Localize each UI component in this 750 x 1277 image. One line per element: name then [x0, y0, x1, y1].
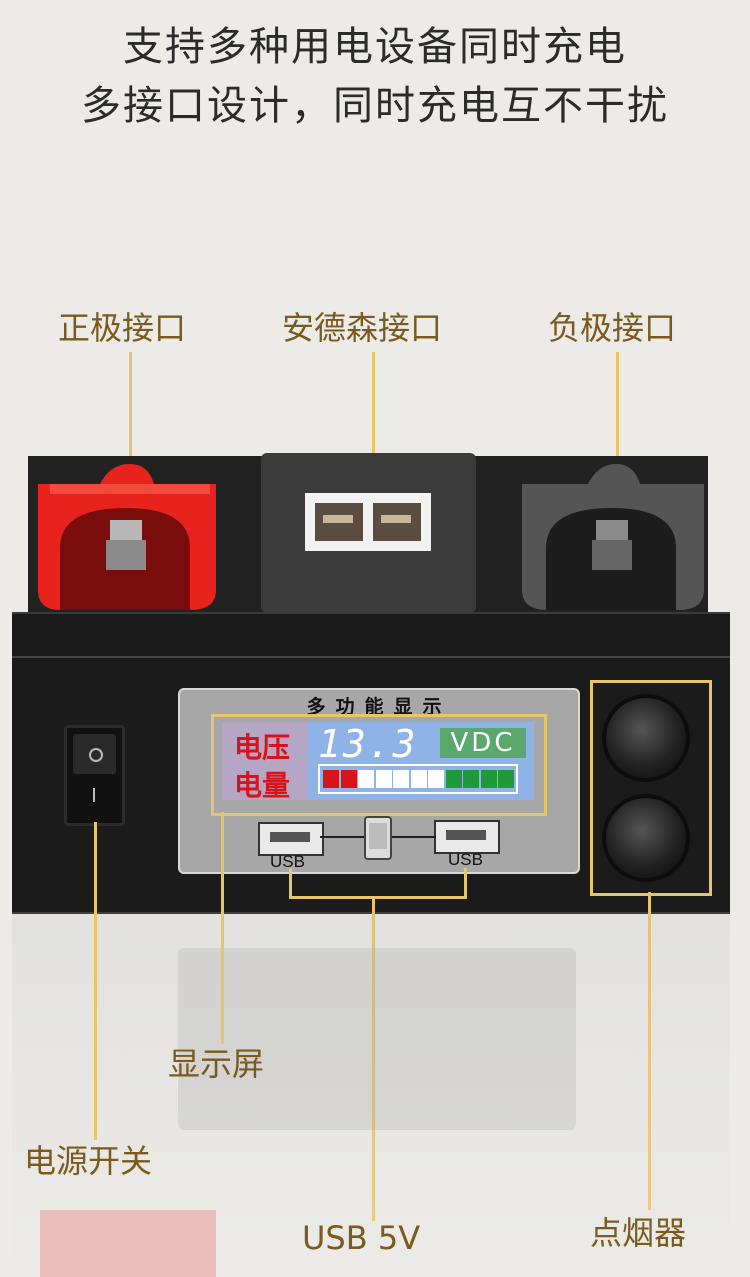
- cigarette-socket-bottom[interactable]: [602, 794, 690, 882]
- headline-line-1: 支持多种用电设备同时充电: [123, 24, 627, 70]
- reflection: [12, 912, 730, 1277]
- cigarette-lighter-label: 点烟器: [590, 1214, 687, 1252]
- battery-segment: [323, 770, 339, 788]
- positive-terminal: [30, 460, 222, 610]
- voltage-unit: VDC: [440, 728, 526, 758]
- positive-leader-line: [129, 352, 132, 467]
- cigarette-leader-line: [648, 892, 651, 1210]
- battery-bar: [318, 764, 518, 794]
- voltage-value: 13.3: [318, 722, 418, 766]
- phone-screen: [369, 823, 387, 849]
- battery-segment: [463, 770, 479, 788]
- lcd-screen: 电压 电量 13.3 VDC: [222, 722, 534, 802]
- cigarette-socket-top[interactable]: [602, 694, 690, 782]
- battery-segment: [375, 770, 392, 788]
- positive-cap-reflection: [40, 1210, 216, 1277]
- negative-terminal: [518, 460, 708, 610]
- usb-leader-bracket: [289, 896, 467, 899]
- negative-terminal-label: 负极接口: [548, 309, 677, 347]
- panel-seam: [12, 656, 730, 658]
- usb-leader-line: [372, 896, 375, 1221]
- battery-segment: [410, 770, 427, 788]
- headline-line-2: 多接口设计，同时充电互不干扰: [81, 83, 669, 129]
- negative-cap-icon: [522, 464, 704, 610]
- positive-terminal-label: 正极接口: [58, 309, 187, 347]
- anderson-connector-label: 安德森接口: [282, 309, 443, 347]
- battery-segment: [498, 770, 514, 788]
- usb-leader-right: [464, 868, 467, 898]
- switch-off-icon: [89, 748, 103, 762]
- switch-on-icon: [93, 788, 95, 802]
- anderson-connector: [261, 453, 476, 613]
- display-reflection: [178, 948, 576, 1130]
- usb-left-label: USB: [270, 852, 305, 871]
- voltage-label: 电压: [234, 731, 291, 764]
- display-title: 多功能显示: [306, 696, 452, 718]
- positive-cap-icon: [38, 464, 216, 610]
- anderson-plug-icon: [305, 493, 431, 551]
- usb-5v-label: USB 5V: [302, 1219, 421, 1257]
- usb-leader-left: [289, 868, 292, 898]
- power-switch-label: 电源开关: [24, 1142, 153, 1180]
- negative-leader-line: [616, 352, 619, 467]
- battery-segment: [358, 770, 374, 788]
- power-switch[interactable]: [64, 725, 125, 826]
- phone-icon: [364, 816, 392, 860]
- display-highlight-frame: [211, 714, 547, 816]
- battery-segment: [340, 770, 357, 788]
- usb-port-left[interactable]: [258, 822, 324, 856]
- usb-port-right[interactable]: [434, 820, 500, 854]
- battery-segment: [428, 770, 444, 788]
- capacity-label: 电量: [234, 769, 291, 802]
- display-label: 显示屏: [168, 1045, 265, 1083]
- lcd-label-area: [222, 722, 308, 800]
- cigarette-highlight-frame: [590, 680, 712, 896]
- display-leader-line: [221, 812, 224, 1044]
- switch-leader-line: [94, 822, 97, 1140]
- battery-segment: [480, 770, 497, 788]
- usb-right-label: USB: [448, 850, 483, 869]
- battery-segment: [393, 770, 409, 788]
- anderson-leader-line: [372, 352, 375, 460]
- battery-segment: [445, 770, 462, 788]
